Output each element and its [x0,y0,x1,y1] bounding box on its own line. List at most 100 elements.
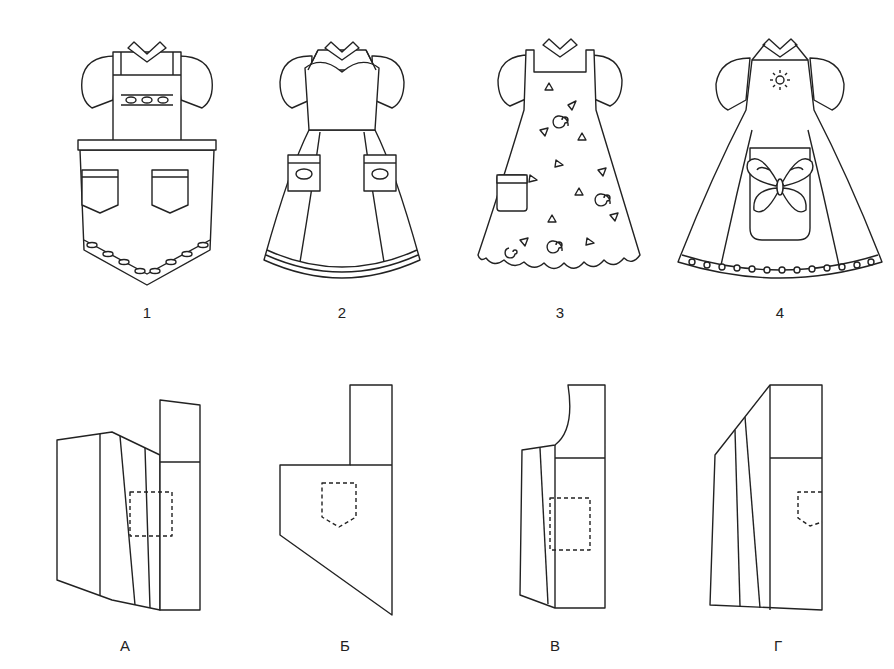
apron-model-3-part [553,116,568,128]
apron-model-1-part [82,176,118,177]
apron-model-4-part [839,264,845,270]
apron-model-1-part [80,150,214,285]
apron-model-1-part [87,243,97,248]
pattern-piece-b-part [322,483,356,527]
apron-model-3-part [505,248,517,258]
pattern-piece-a-part [99,434,100,596]
pattern-piece-b [280,385,392,615]
apron-model-3-part [543,39,577,57]
apron-model-3-part [578,133,586,140]
pattern-piece-a-part [160,461,200,462]
apron-model-1-part [135,269,145,274]
apron-model-3-part [497,175,527,183]
apron-model-4-part [770,70,790,90]
figure-label: А [118,637,132,654]
pattern-piece-a-part [120,436,135,605]
apron-model-3-part [529,175,537,182]
apron-model-4-part [754,188,778,212]
pattern-piece-b-part [350,464,392,465]
figure-label: Б [338,637,352,654]
apron-model-2-part [366,50,376,70]
apron-model-4-part [689,259,695,265]
apron-model-4-part [734,265,740,271]
apron-model-3-part [598,168,606,176]
pattern-piece-a-part [160,400,200,610]
apron-model-2-part [364,132,384,262]
apron-model-4-part [770,79,773,80]
apron-model-1-part [119,260,129,265]
apron-model-3-part [548,215,556,222]
figure-label: 3 [554,304,566,321]
apron-model-2-part [308,50,318,70]
figure-label: Г [772,637,784,654]
apron-model-1-part [113,52,181,143]
pattern-piece-b-part [280,385,392,615]
apron-model-1-part [82,170,118,213]
apron-model-4-part [716,58,750,110]
apron-model-4-part [868,259,874,265]
apron-model-1-part [121,104,173,105]
apron-model-2-part [264,130,420,278]
pattern-piece-d-part [798,492,822,526]
apron-model-1 [78,42,216,285]
apron-model-3-part [540,128,548,136]
figure-label: 4 [774,304,786,321]
apron-model-4-part [854,262,860,268]
apron-model-2-part [296,169,312,179]
apron-model-3-part [575,188,583,195]
apron-model-4-part [787,79,790,80]
apron-model-3-part [520,238,528,246]
pattern-piece-c-part [555,457,605,458]
apron-model-4-part [824,265,830,271]
apron-model-4-part [773,85,775,87]
apron-model-4-part [808,130,840,270]
pattern-piece-d-part [710,385,822,610]
apron-model-2-part [364,155,396,191]
figure-label: 1 [141,304,153,321]
apron-model-3-part [478,50,640,269]
apron-model-3-part [545,83,553,90]
pattern-piece-d-part [769,385,770,610]
apron-model-1-part [126,97,136,103]
apron-model-2 [264,42,420,278]
apron-model-4-part [779,267,785,273]
apron-model-1-part [198,243,208,248]
pattern-piece-a-part [145,448,150,608]
apron-model-4-part [795,44,808,60]
apron-model-3 [478,39,640,269]
pattern-piece-a-part [57,432,160,610]
apron-model-1-part [152,170,188,213]
apron-model-4-part [779,87,780,90]
apron-model-1-part [182,252,192,257]
apron-model-4-part [678,60,882,278]
apron-model-4-part [785,73,787,75]
apron-model-2-part [364,162,396,163]
apron-model-3-part [497,175,527,211]
pattern-piece-c [520,385,605,608]
pattern-piece-a-part [130,492,172,536]
apron-model-4-part [782,159,813,186]
apron-model-2-part [300,132,320,262]
apron-model-4-part [785,85,787,87]
apron-model-1-part [166,260,176,265]
apron-model-4-part [749,266,755,272]
apron-model-1-part [103,252,113,257]
pattern-piece-c-part [540,448,548,604]
apron-model-4-part [747,159,778,186]
apron-model-4-part [764,267,770,273]
pattern-piece-d-part [770,457,822,458]
pattern-piece-c-part [554,445,555,608]
apron-model-3-part [595,194,610,206]
apron-model-1-part [121,94,173,95]
apron-model-1-part [150,269,160,274]
apron-model-1-part [158,97,168,103]
apron-model-4-part [810,58,844,110]
apron-model-1-part [128,42,166,62]
apron-model-1-part [113,74,181,75]
apron-model-3-part [555,160,563,167]
apron-model-4-part [809,266,815,272]
pattern-piece-d-part [735,430,740,606]
apron-model-1-part [172,52,173,75]
apron-model-4-part [720,130,752,270]
